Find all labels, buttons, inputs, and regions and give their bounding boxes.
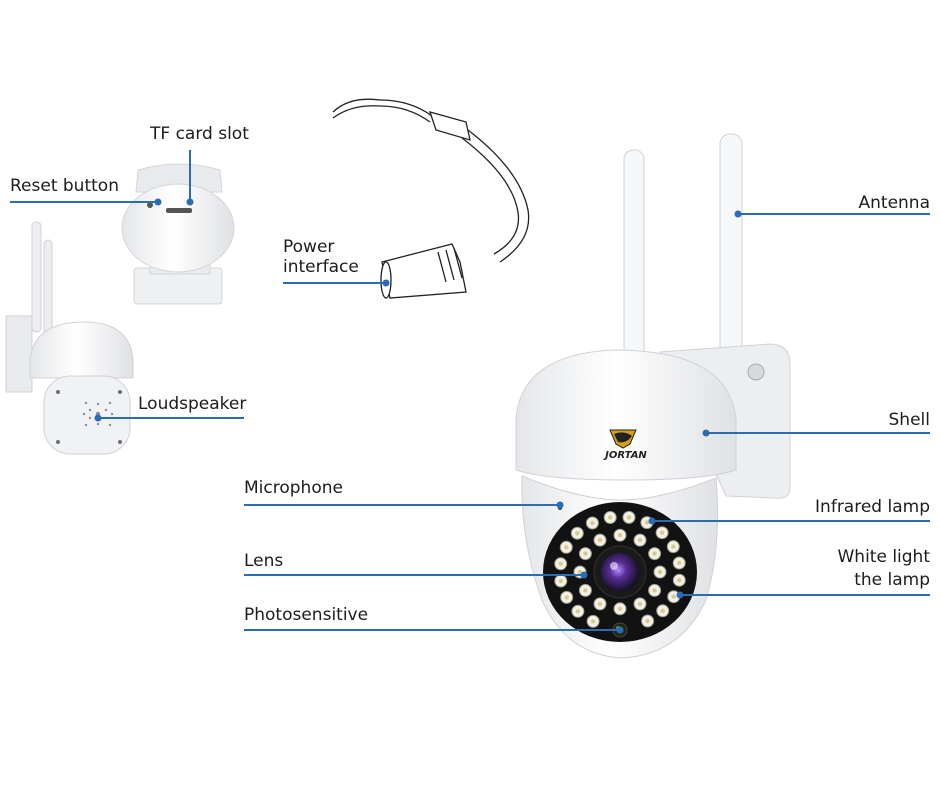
led-core <box>564 595 569 600</box>
led-core <box>575 531 580 536</box>
label-loudspeaker: Loudspeaker <box>138 394 247 414</box>
led-core <box>637 601 643 607</box>
led-core <box>645 618 650 624</box>
label-reset-button: Reset button <box>10 176 119 196</box>
antenna-left <box>623 149 645 369</box>
label-antenna: Antenna <box>858 193 931 213</box>
label-tf-card-slot: TF card slot <box>150 124 249 144</box>
lens-glass <box>601 553 639 591</box>
led-core <box>558 578 563 584</box>
led-core <box>575 609 581 614</box>
led-array <box>554 510 686 628</box>
camera-back-view <box>121 163 235 305</box>
led-core <box>626 515 632 520</box>
label-power-line2: interface <box>283 257 359 277</box>
label-infrared-lamp: Infrared lamp <box>815 497 930 517</box>
led-core <box>652 551 657 556</box>
label-white-light-line2: the lamp <box>854 570 930 590</box>
power-cable <box>332 98 530 299</box>
label-photosensitive: Photosensitive <box>244 605 369 625</box>
led-core <box>608 515 613 520</box>
label-shell: Shell <box>888 410 930 430</box>
tf-card-slot-opening <box>166 208 192 213</box>
label-lens: Lens <box>244 551 284 571</box>
led-core <box>677 578 682 583</box>
led-core <box>671 594 676 599</box>
led-core <box>637 537 643 543</box>
led-core <box>590 619 596 624</box>
label-white-light-line1: White light <box>837 547 930 567</box>
leader-lines <box>10 150 930 634</box>
led-core <box>558 561 563 566</box>
led-core <box>660 608 665 613</box>
led-core <box>677 560 682 566</box>
led-core <box>617 606 623 611</box>
led-core <box>671 544 676 549</box>
main-camera: JORTAN <box>515 133 791 659</box>
led-core <box>590 520 595 526</box>
led-core <box>659 530 665 535</box>
led-core <box>583 588 588 593</box>
led-core <box>583 551 588 556</box>
reset-button-hole <box>147 202 153 208</box>
camera-side-view <box>5 221 134 455</box>
led-core <box>564 545 569 550</box>
label-microphone: Microphone <box>244 478 343 498</box>
brand-name-text: JORTAN <box>603 450 647 461</box>
led-core <box>597 537 603 543</box>
led-core <box>597 601 603 607</box>
led-core <box>644 520 650 525</box>
led-core <box>657 569 663 575</box>
led-core <box>652 588 657 593</box>
jortan-logo: JORTAN <box>603 429 647 461</box>
label-power-line1: Power <box>283 237 335 257</box>
led-core <box>617 533 623 538</box>
